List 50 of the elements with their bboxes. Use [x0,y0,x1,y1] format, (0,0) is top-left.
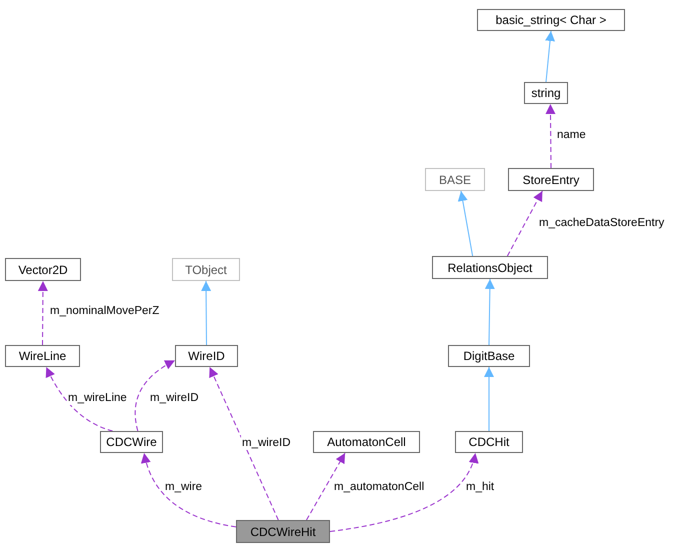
class-box [425,168,485,191]
class-box [5,258,81,281]
dashed-arrow [46,366,114,432]
dashed-arrow [209,366,279,520]
arrow [458,190,474,256]
arrow [201,280,212,346]
dashed-arrow [546,104,556,168]
class-box [236,520,330,543]
class-box [455,431,523,453]
edge-label: m_wireLine [67,391,128,405]
class-name: AutomatonCell [327,435,406,449]
arrow [545,30,555,82]
class-box [100,431,163,453]
class-name: StoreEntry [522,172,580,186]
dashed-arrow [141,452,236,528]
class-box [448,345,530,367]
class-name: CDCHit [468,435,510,449]
edge-label: m_nominalMovePerZ [49,304,160,318]
dashed-arrow [306,452,346,520]
edge-label: m_cacheDataStoreEntry [538,216,666,230]
class-box [508,168,594,191]
class-name: CDCWireHit [250,524,316,538]
class-box [172,258,240,281]
class-box [477,9,625,31]
class-name: DigitBase [463,349,515,363]
class-box [524,82,568,104]
class-name: TObject [185,262,227,276]
edge-label: m_automatonCell [333,480,426,494]
class-name: string [531,86,561,100]
edge-label: m_wire [164,480,204,494]
dashed-arrow [38,280,48,346]
class-name: WireID [188,349,225,363]
arrow [484,366,494,432]
dashed-arrow [506,190,543,256]
edge-label: m_wireID [149,391,200,405]
edge-label: m_hit [465,480,496,494]
class-name: Vector2D [18,262,68,276]
class-name: CDCWire [106,435,157,449]
dashed-arrow [134,360,176,432]
class-name: BASE [438,172,471,186]
class-box [313,431,420,453]
edge-label: m_wireID [241,436,292,450]
dashed-arrow [330,452,478,532]
class-name: RelationsObject [448,260,532,274]
arrow [484,278,495,346]
class-box [5,345,80,367]
class-box [175,345,238,367]
class-box [432,256,548,279]
class-name: WireLine [18,349,66,363]
class-name: basic_string< Char > [496,13,606,27]
